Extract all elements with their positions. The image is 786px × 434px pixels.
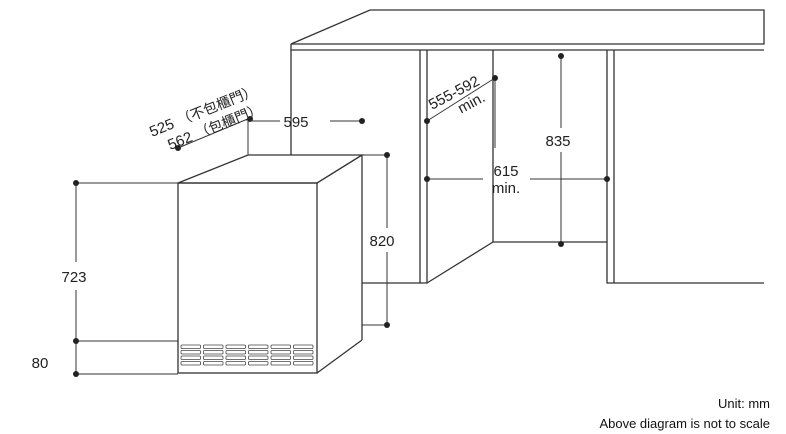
niche-width-value: 615 [493,163,518,180]
grille-slot [225,361,246,366]
dim-body-height: 723 80 [32,180,178,377]
dim-depth: 525 （不包櫃門） 562 （包櫃門） [147,83,264,155]
height-total-value: 820 [369,233,394,250]
ventilation-grille [180,344,314,366]
grille-slot [180,350,201,355]
grille-slot [203,355,224,360]
width-value: 595 [283,114,308,131]
dim-height-total: 820 [362,152,395,328]
grille-slot [270,355,291,360]
grille-slot [203,350,224,355]
grille-slot [248,344,269,349]
grille-slot [248,350,269,355]
grille-slot [270,361,291,366]
cabinet-niche [290,9,765,284]
unit-note: Unit: mm [718,396,770,411]
grille-slot [293,344,314,349]
niche-right-panel [606,50,615,284]
grille-slot [180,344,201,349]
grille-slot [180,361,201,366]
grille-slot [225,344,246,349]
appliance [177,154,365,374]
grille-slot [248,355,269,360]
dim-niche-width: 615 min. [424,163,610,197]
grille-slot [180,355,201,360]
countertop-front [290,44,764,51]
grille-slot [293,355,314,360]
countertop [290,9,765,45]
niche-width-min: min. [492,180,520,197]
grille-slot [225,350,246,355]
niche-left-panel [419,50,428,284]
grille-slot [270,344,291,349]
dim-niche-height: 835 [545,53,571,247]
grille-slot [225,355,246,360]
dim-niche-depth: 555-592 min. [424,73,498,148]
grille-slot [293,361,314,366]
grille-slot [270,350,291,355]
body-height-value: 723 [61,269,86,286]
grille-slot [203,361,224,366]
grille-slot [203,344,224,349]
plinth-height-value: 80 [32,355,49,372]
niche-height-value: 835 [545,133,570,150]
scale-note: Above diagram is not to scale [599,416,770,431]
dim-width: 595 [250,114,365,131]
grille-slot [293,350,314,355]
grille-slot [248,361,269,366]
